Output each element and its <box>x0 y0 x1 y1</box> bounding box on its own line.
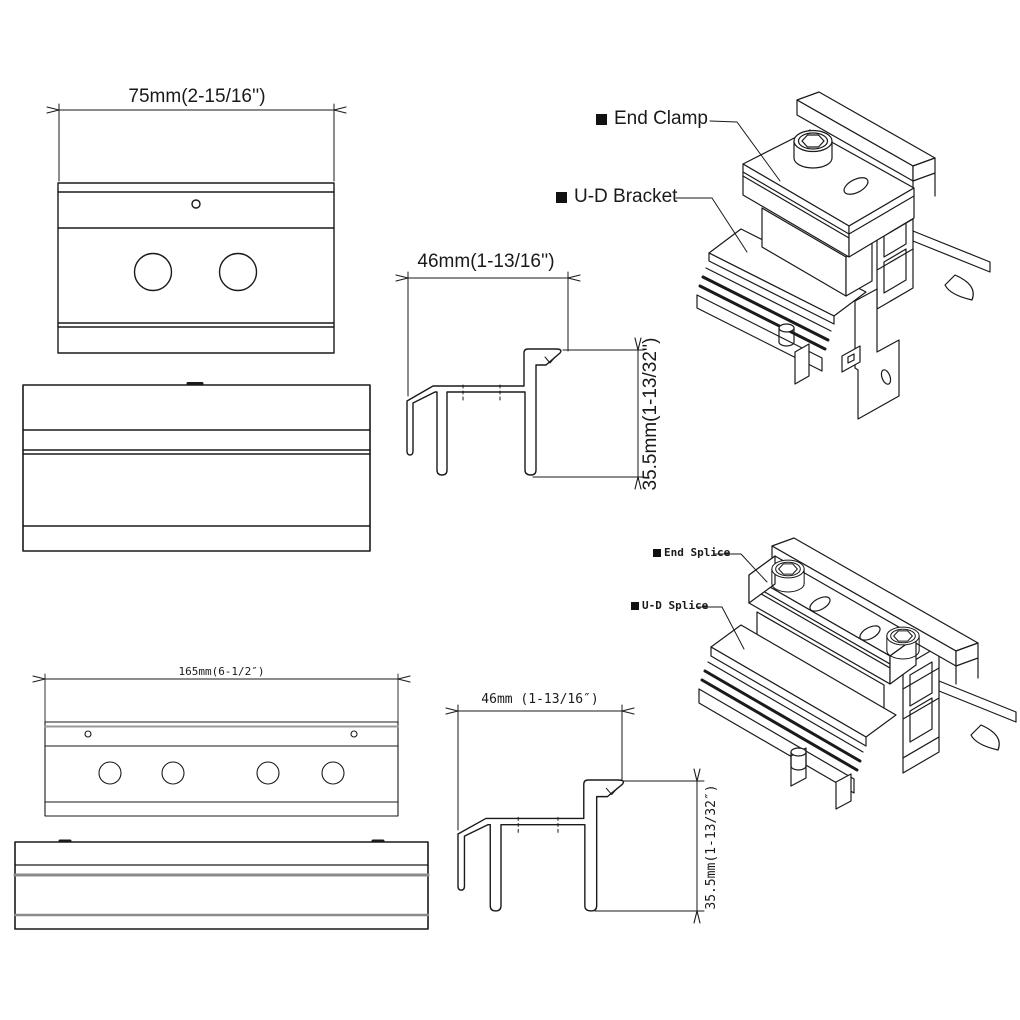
black-square-icon <box>653 548 661 557</box>
end-splice-assembly-drawing <box>698 537 1017 810</box>
bottom-profile-view <box>445 704 705 924</box>
black-square-icon <box>631 601 639 610</box>
label-end-splice: End Splice <box>653 546 730 559</box>
dimension-height-bottom-profile: 35.5mm(1-13/32″) <box>704 784 719 910</box>
label-end-clamp-text: End Clamp <box>614 108 708 129</box>
dimension-width-top-profile: 46mm(1-13/16'') <box>417 251 555 272</box>
label-ud-bracket: U-D Bracket <box>556 186 677 208</box>
bottom-front-view <box>32 673 411 817</box>
label-ud-bracket-text: U-D Bracket <box>574 186 678 207</box>
label-end-splice-text: End Splice <box>664 546 731 559</box>
dimension-width-top-front: 75mm(2-15/16'') <box>128 86 266 107</box>
top-front-view <box>46 103 347 354</box>
label-end-clamp: End Clamp <box>596 108 708 130</box>
top-profile-view <box>395 271 645 490</box>
black-square-icon <box>556 191 567 203</box>
dimension-width-bottom-front: 165mm(6-1/2″) <box>178 665 265 678</box>
black-square-icon <box>596 113 607 125</box>
end-clamp-assembly-drawing <box>696 91 991 420</box>
label-ud-splice-text: U-D Splice <box>642 599 709 612</box>
dimension-height-top-profile: 35.5mm(1-13/32'') <box>640 337 661 491</box>
label-ud-splice: U-D Splice <box>631 599 708 612</box>
leader-lines <box>675 120 781 650</box>
bottom-side-view <box>13 839 430 930</box>
dimension-width-bottom-profile: 46mm (1-13/16″) <box>481 692 599 707</box>
top-side-view <box>22 382 371 552</box>
